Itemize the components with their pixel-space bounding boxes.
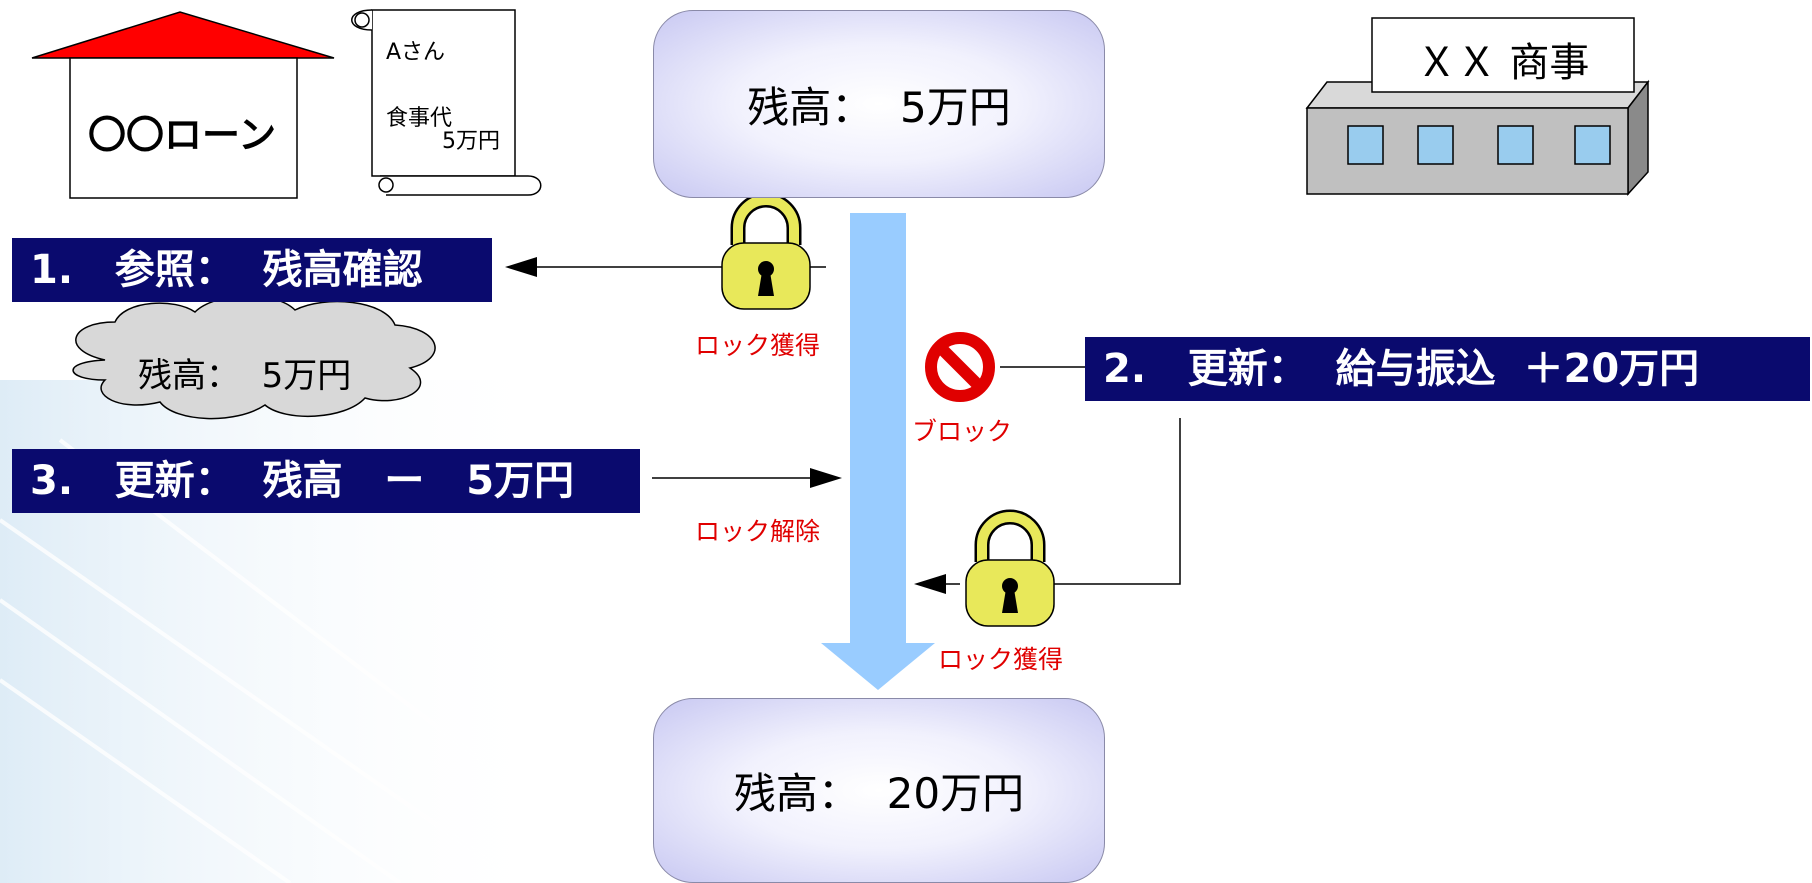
window bbox=[1574, 125, 1611, 165]
window bbox=[1347, 125, 1384, 165]
step-1-box: 1. 参照： 残高確認 bbox=[12, 238, 492, 302]
step-3-box: 3. 更新： 残高 ー 5万円 bbox=[12, 449, 640, 513]
flow-arrow bbox=[821, 213, 935, 690]
balance-box-top: 残高： 5万円 bbox=[653, 10, 1105, 198]
balance-box-bottom: 残高： 20万円 bbox=[653, 698, 1105, 883]
invoice-scroll bbox=[351, 9, 542, 196]
invoice-amount: 5万円 bbox=[442, 129, 500, 154]
window bbox=[1417, 125, 1454, 165]
cloud-shape bbox=[72, 295, 436, 420]
padlock-icon bbox=[965, 509, 1055, 627]
padlock-icon bbox=[721, 192, 811, 310]
loan-company-name: 〇〇ローン bbox=[88, 113, 277, 157]
label-lock-acquire-2: ロック獲得 bbox=[938, 645, 1064, 674]
label-lock-acquire-1: ロック獲得 bbox=[695, 331, 821, 360]
cloud-balance-text: 残高： 5万円 bbox=[138, 356, 352, 396]
company-building bbox=[1305, 17, 1650, 196]
company-sign bbox=[1371, 17, 1635, 93]
window bbox=[1497, 125, 1534, 165]
loan-company-building bbox=[31, 11, 335, 199]
house-wall bbox=[69, 57, 298, 199]
label-block: ブロック bbox=[912, 417, 1013, 446]
label-lock-release: ロック解除 bbox=[695, 517, 821, 546]
house-roof bbox=[31, 11, 335, 59]
arrow-step3-to-flow bbox=[652, 468, 842, 488]
company-name: ＸＸ 商事 bbox=[1416, 40, 1590, 86]
invoice-customer: Aさん bbox=[386, 40, 446, 65]
invoice-item: 食事代 bbox=[386, 106, 453, 131]
step-2-box: 2. 更新： 給与振込 ＋20万円 bbox=[1085, 337, 1810, 401]
block-sign-icon bbox=[925, 332, 995, 402]
arrow-step2-to-flow bbox=[914, 418, 1181, 594]
